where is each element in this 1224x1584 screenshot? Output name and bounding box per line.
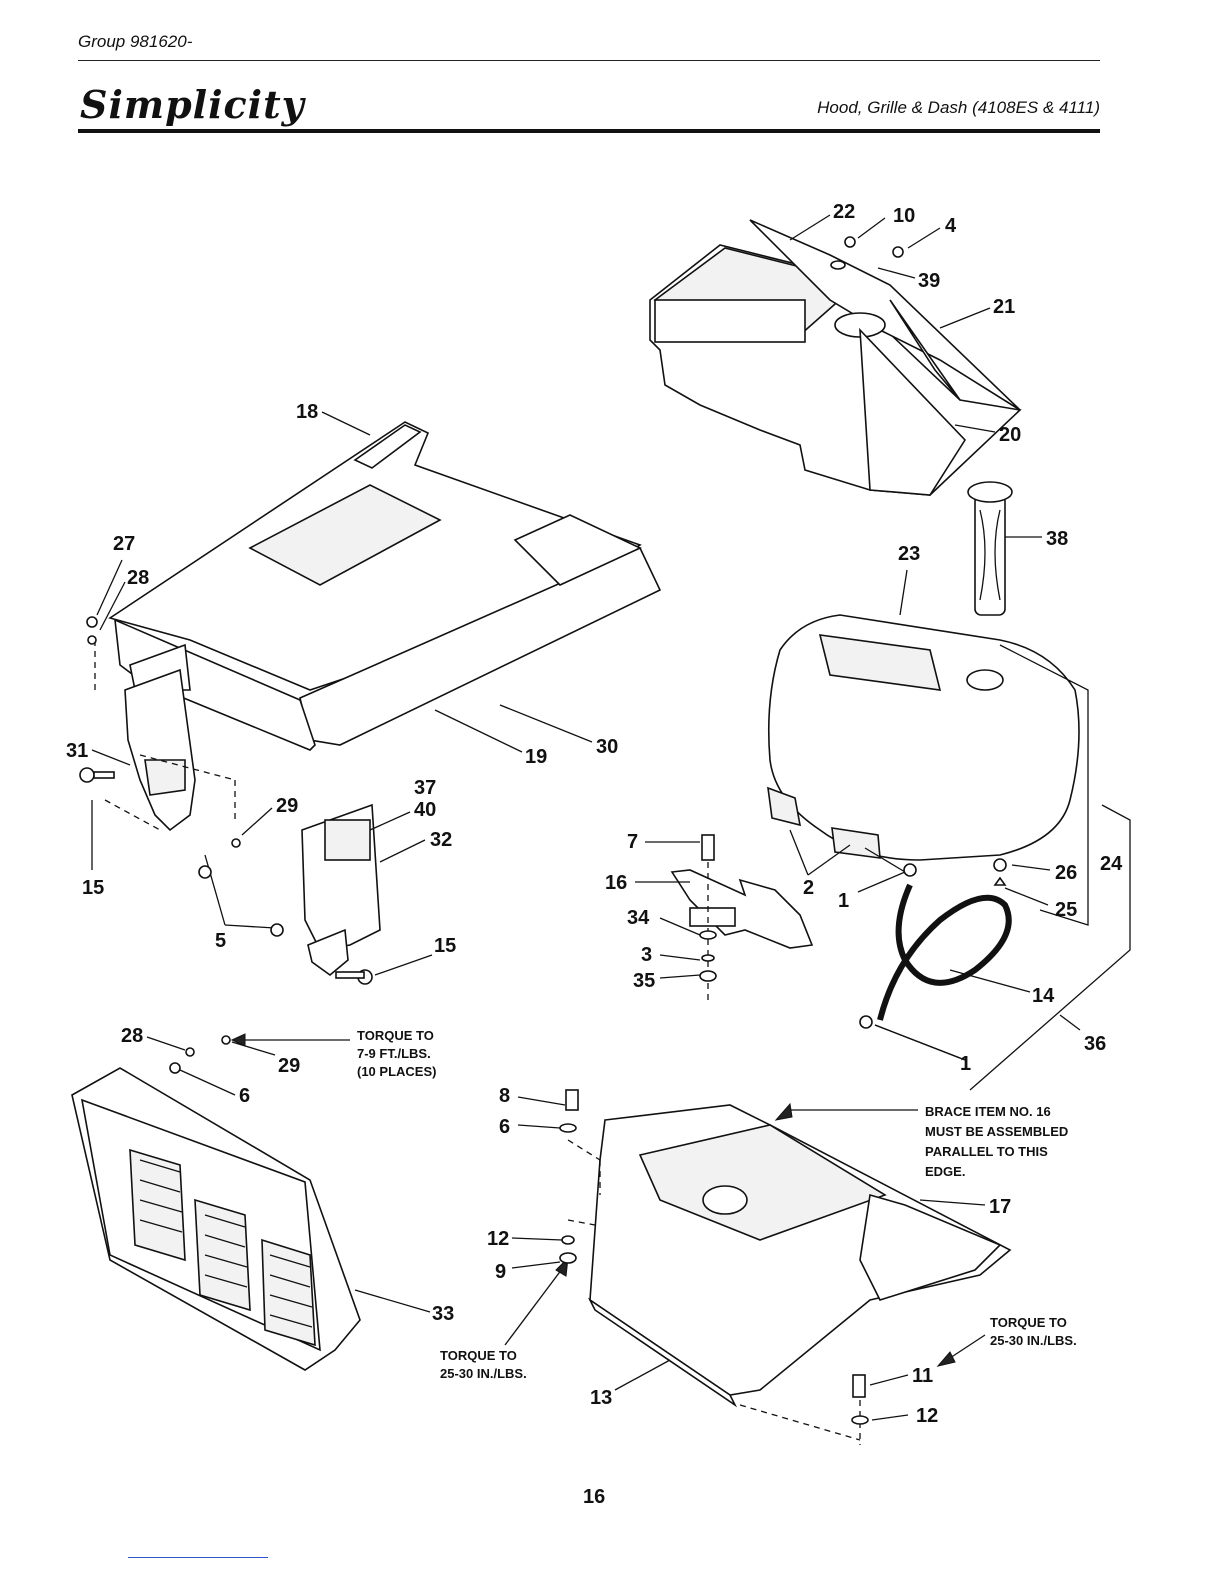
callout-25: 25 <box>1055 899 1077 921</box>
footer-rule <box>128 1557 268 1558</box>
callout-33: 33 <box>432 1303 454 1325</box>
callout-19: 19 <box>525 746 547 768</box>
callout-3: 3 <box>641 944 652 966</box>
note-line: 25-30 IN./LBS. <box>990 1333 1077 1348</box>
dash-panel-drawing <box>649 219 1022 496</box>
callout-34: 34 <box>627 907 650 929</box>
callout-20: 20 <box>999 424 1021 446</box>
header-rule-thick <box>78 129 1100 133</box>
callout-23: 23 <box>898 543 920 565</box>
callout-6a: 6 <box>239 1085 250 1107</box>
callout-37: 37 <box>414 777 436 799</box>
callout-21: 21 <box>993 296 1015 318</box>
callout-29a: 29 <box>276 795 298 817</box>
note-line: TORQUE TO <box>357 1028 434 1043</box>
hood-drawing <box>108 421 662 751</box>
section-title: Hood, Grille & Dash (4108ES & 4111) <box>817 98 1100 117</box>
torque-note-right: TORQUE TO 25-30 IN./LBS. <box>990 1315 1077 1348</box>
callout-11: 11 <box>912 1365 933 1387</box>
callout-5: 5 <box>215 930 226 952</box>
callout-32: 32 <box>430 829 452 851</box>
callout-1a: 1 <box>838 890 849 912</box>
fuel-tank-drawing <box>767 481 1080 861</box>
callout-30: 30 <box>596 736 618 758</box>
callout-10: 10 <box>893 205 915 227</box>
note-line: (10 PLACES) <box>357 1064 436 1079</box>
callout-40: 40 <box>414 799 436 821</box>
page-number: 16 <box>583 1486 606 1508</box>
note-line: TORQUE TO <box>440 1348 517 1363</box>
callout-26: 26 <box>1055 862 1077 884</box>
callout-15b: 15 <box>434 935 456 957</box>
callout-38: 38 <box>1046 528 1068 550</box>
callout-24: 24 <box>1100 853 1123 875</box>
callout-22: 22 <box>833 201 855 223</box>
callout-7: 7 <box>627 831 638 853</box>
note-line: BRACE ITEM NO. 16 <box>925 1104 1051 1119</box>
callout-31: 31 <box>66 740 88 762</box>
callout-35: 35 <box>633 970 655 992</box>
callout-14: 14 <box>1032 985 1055 1007</box>
callout-4: 4 <box>945 215 957 237</box>
note-line: 7-9 FT./LBS. <box>357 1046 431 1061</box>
grille-drawing <box>71 1067 361 1371</box>
callout-12b: 12 <box>916 1405 938 1427</box>
callout-6b: 6 <box>499 1116 510 1138</box>
note-line: EDGE. <box>925 1164 965 1179</box>
callout-36: 36 <box>1084 1033 1106 1055</box>
note-line: 25-30 IN./LBS. <box>440 1366 527 1381</box>
callout-18: 18 <box>296 401 318 423</box>
note-line: PARALLEL TO THIS <box>925 1144 1048 1159</box>
note-line: MUST BE ASSEMBLED <box>925 1124 1068 1139</box>
callout-17: 17 <box>989 1196 1011 1218</box>
callout-8: 8 <box>499 1085 510 1107</box>
brace-note: BRACE ITEM NO. 16 MUST BE ASSEMBLED PARA… <box>925 1104 1068 1179</box>
callout-2: 2 <box>803 877 814 899</box>
callout-39: 39 <box>918 270 940 292</box>
callout-9: 9 <box>495 1261 506 1283</box>
note-line: TORQUE TO <box>990 1315 1067 1330</box>
callout-12a: 12 <box>487 1228 509 1250</box>
callout-15a: 15 <box>82 877 104 899</box>
simplicity-logo: Simplicity <box>80 82 305 127</box>
hood-brackets-drawing <box>124 668 381 977</box>
callout-1b: 1 <box>960 1053 971 1075</box>
brace-drawing <box>670 869 814 949</box>
header-rule-thin <box>78 60 1100 61</box>
torque-note-grille: TORQUE TO 7-9 FT./LBS. (10 PLACES) <box>357 1028 436 1079</box>
callout-13: 13 <box>590 1387 612 1409</box>
callout-16: 16 <box>605 872 627 894</box>
callout-28b: 28 <box>121 1025 143 1047</box>
hardware <box>79 236 1007 1425</box>
callout-28a: 28 <box>127 567 149 589</box>
callout-27: 27 <box>113 533 135 555</box>
chassis-drawing <box>587 1104 1012 1408</box>
group-number: Group 981620- <box>78 32 193 51</box>
callout-numbers: 22 10 4 39 21 20 18 38 23 27 28 31 19 30… <box>66 201 1123 1427</box>
torque-note-left: TORQUE TO 25-30 IN./LBS. <box>440 1348 527 1381</box>
callout-29b: 29 <box>278 1055 300 1077</box>
fuel-hose-drawing <box>877 883 1012 1021</box>
